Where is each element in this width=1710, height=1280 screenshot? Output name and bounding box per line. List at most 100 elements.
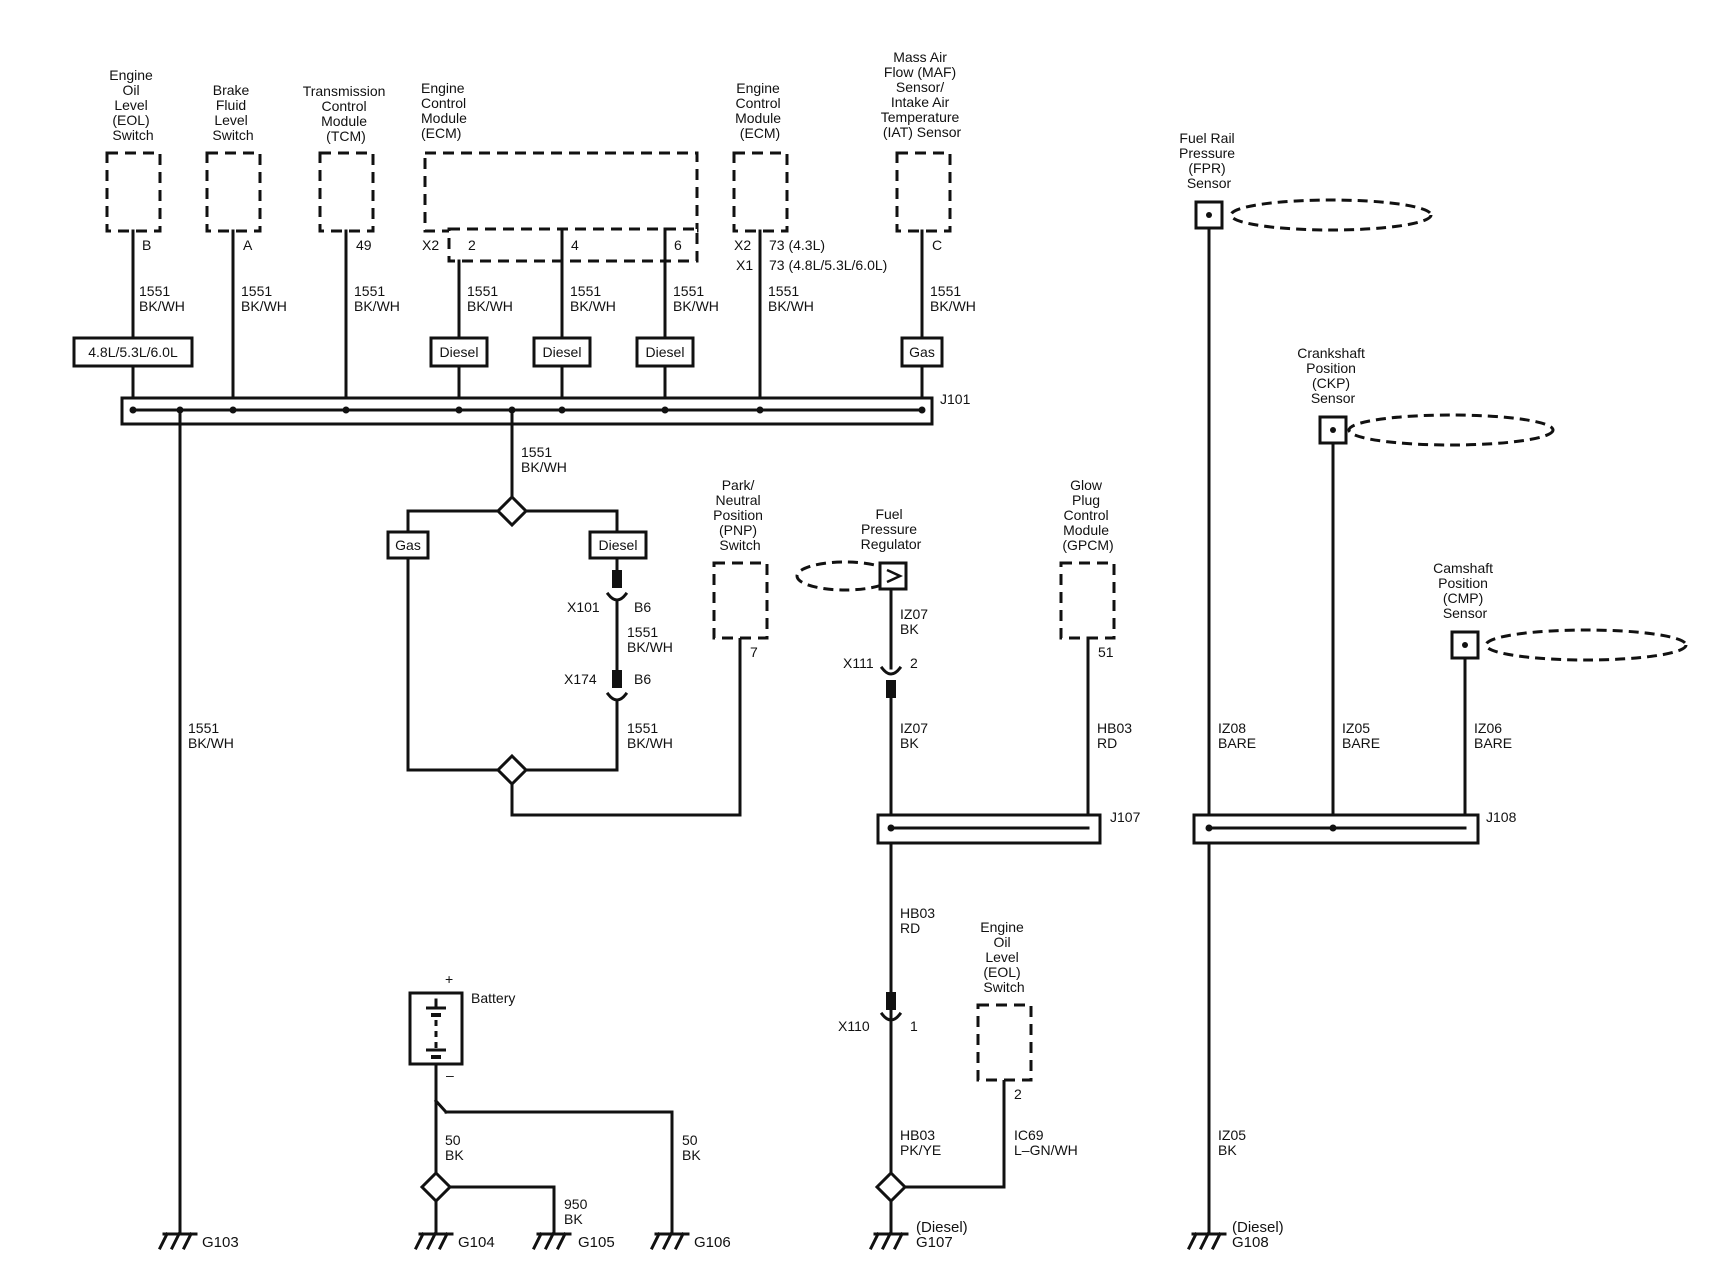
- tag-gas: Gas: [909, 344, 935, 360]
- eol-switch-top: Engine Oil Level (EOL) Switch B: [105, 67, 162, 253]
- x111-pin: 2: [910, 655, 918, 671]
- j108-label: J108: [1486, 809, 1517, 825]
- ecm-module-2: Engine Control Module (ECM) X2 73 (4.3L)…: [732, 80, 887, 273]
- tag-diesel: Diesel: [543, 344, 582, 360]
- ground-g104: G104: [458, 1234, 495, 1251]
- splice-j101: J101: [120, 391, 971, 426]
- eol-top-title: Engine Oil Level (EOL) Switch: [109, 67, 156, 143]
- ecm1-conn: X2: [422, 237, 439, 253]
- pnp-title: Park/ Neutral Position (PNP) Switch: [713, 477, 767, 553]
- ecm2-x2-val: 73 (4.3L): [769, 237, 825, 253]
- battery-label: Battery: [471, 990, 515, 1006]
- eol-bottom-pin: 2: [1014, 1086, 1022, 1102]
- fpr-title: Fuel Rail Pressure (FPR) Sensor: [1179, 130, 1239, 191]
- x111-label: X111: [843, 655, 874, 671]
- fuel-reg-title: Fuel Pressure Regulator: [861, 506, 922, 552]
- pnp-switch: Park/ Neutral Position (PNP) Switch 7: [712, 477, 769, 660]
- ecm2-x1: X1: [736, 257, 753, 273]
- x101-pin: B6: [634, 599, 651, 615]
- ecm1-pin-2: 2: [468, 237, 476, 253]
- ground-g105: G105: [578, 1234, 615, 1251]
- x174-label: X174: [564, 671, 597, 687]
- splice-j107: J107: [876, 809, 1141, 845]
- ecm2-x1-val: 73 (4.8L/5.3L/6.0L): [769, 257, 887, 273]
- ecm-module-1: Engine Control Module (ECM) X2 2 4 6: [421, 80, 699, 263]
- tag-diesel: Diesel: [599, 537, 638, 553]
- maf-iat-sensor: Mass Air Flow (MAF) Sensor/ Intake Air T…: [881, 49, 963, 253]
- ground-g103: G103: [202, 1234, 239, 1251]
- g107-note: (Diesel): [916, 1219, 968, 1236]
- pnp-pin: 7: [750, 644, 758, 660]
- g108-note: (Diesel): [1232, 1219, 1284, 1236]
- ground-g106: G106: [694, 1234, 731, 1251]
- option-tags: 4.8L/5.3L/6.0L Diesel Diesel Diesel Gas: [72, 336, 944, 368]
- ground-g107: G107: [916, 1234, 953, 1251]
- gpcm-pin: 51: [1098, 644, 1114, 660]
- tag-diesel: Diesel: [646, 344, 685, 360]
- eol-bottom-title: Engine Oil Level (EOL) Switch: [980, 919, 1027, 995]
- ground-g108: G108: [1232, 1234, 1269, 1251]
- battery-minus: –: [446, 1067, 454, 1083]
- tag-diesel: Diesel: [440, 344, 479, 360]
- tag-engine: 4.8L/5.3L/6.0L: [88, 344, 178, 360]
- x110-pin: 1: [910, 1018, 918, 1034]
- tcm-title: Transmission Control Module (TCM): [303, 83, 390, 144]
- ecm1-pin-6: 6: [674, 237, 682, 253]
- gpcm-title: Glow Plug Control Module (GPCM): [1062, 477, 1113, 553]
- maf-pin: C: [932, 237, 942, 253]
- tcm-module: Transmission Control Module (TCM) 49: [303, 83, 390, 253]
- battery-plus: +: [445, 971, 453, 987]
- brake-title: Brake Fluid Level Switch: [212, 82, 253, 143]
- ecm1-pin-4: 4: [571, 237, 579, 253]
- j101-label: J101: [940, 391, 971, 407]
- cmp-sensor: Camshaft Position (CMP) Sensor: [1433, 560, 1688, 662]
- tag-gas: Gas: [395, 537, 421, 553]
- tcm-pin: 49: [356, 237, 372, 253]
- cmp-title: Camshaft Position (CMP) Sensor: [1433, 560, 1497, 621]
- brake-pin: A: [243, 237, 253, 253]
- x101-label: X101: [567, 599, 600, 615]
- ecm2-title: Engine Control Module (ECM): [735, 80, 785, 141]
- ecm2-x2: X2: [734, 237, 751, 253]
- ckp-sensor: Crankshaft Position (CKP) Sensor: [1297, 345, 1555, 447]
- ecm1-title: Engine Control Module (ECM): [421, 80, 471, 141]
- splice-j108: J108: [1192, 809, 1517, 845]
- x110-label: X110: [838, 1018, 870, 1034]
- maf-title: Mass Air Flow (MAF) Sensor/ Intake Air T…: [881, 49, 963, 140]
- brake-fluid-switch: Brake Fluid Level Switch A: [205, 82, 262, 253]
- fpr-sensor: Fuel Rail Pressure (FPR) Sensor: [1179, 130, 1433, 232]
